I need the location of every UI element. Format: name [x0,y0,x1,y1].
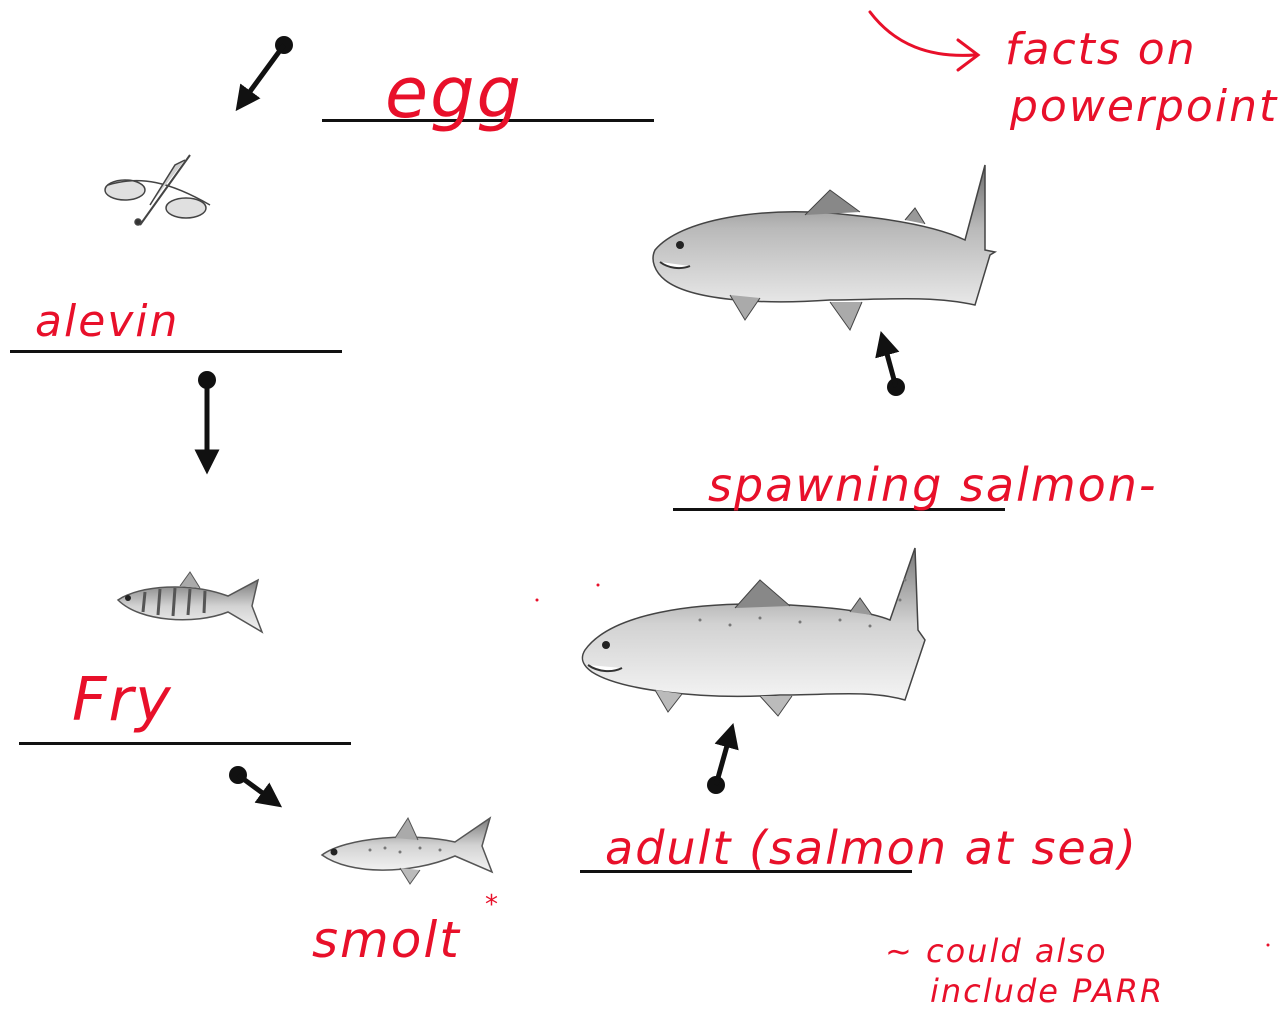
parr-note-line1: ~ could also [885,935,1108,967]
smolt-illustration [322,818,492,884]
arrow-icon [229,766,272,800]
facts-label-line2: powerpoint [1010,85,1278,129]
adult-label: adult (salmon at sea) [605,825,1138,871]
facts-pointer-arrow [870,12,978,70]
arrow-icon [243,36,293,101]
alevin-illustration [105,155,210,225]
alevin-line [10,350,342,353]
arrow-icon [198,371,216,462]
smolt-asterisk: * [485,892,500,918]
arrow-icon [884,343,905,396]
fry-illustration [118,572,262,632]
spawning-label: spawning salmon- [708,462,1158,508]
alevin-label: alevin [35,300,179,344]
parr-note-line2: include PARR [930,975,1164,1007]
adult-salmon-illustration [582,548,925,716]
fry-label: Fry [72,670,173,730]
spawning-salmon-illustration [653,165,995,330]
arrow-icon [707,735,730,794]
egg-label: egg [385,58,523,128]
smolt-label: smolt [312,915,461,965]
fry-line [19,742,351,745]
facts-label-line1: facts on [1005,28,1197,72]
